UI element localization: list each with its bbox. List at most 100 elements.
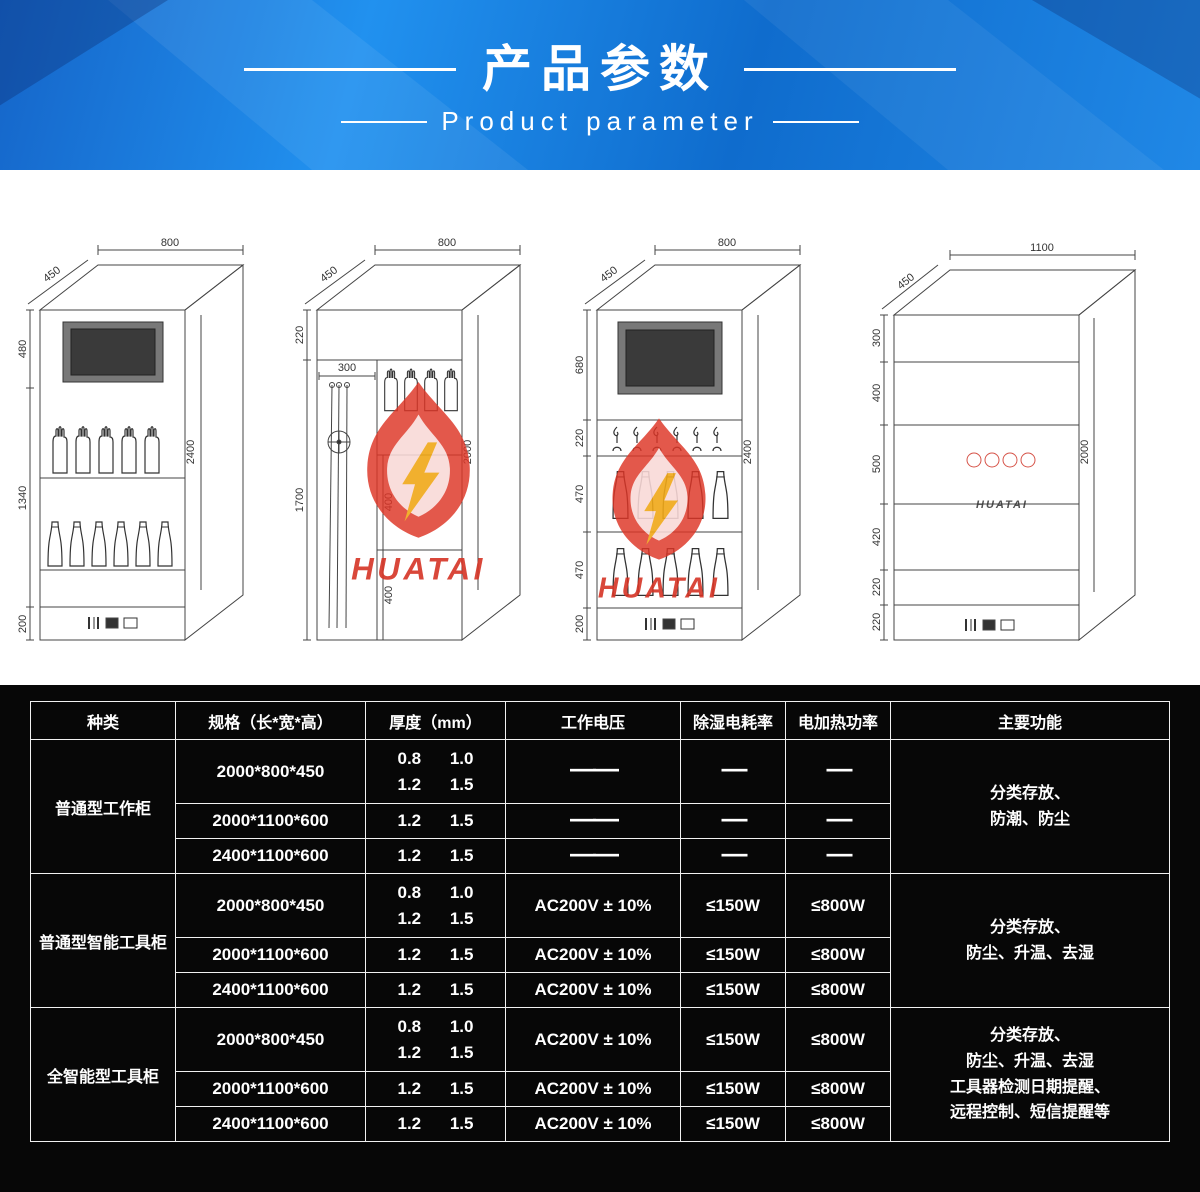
voltage-cell: —— (505, 838, 681, 874)
spec-table: 种类 规格（长*宽*高） 厚度（mm） 工作电压 除湿电耗率 电加热功率 主要功… (30, 701, 1170, 1142)
dim-width: 800 (161, 237, 179, 249)
spec-cell: 2400*1100*600 (175, 838, 366, 874)
table-row: 2400*1100*600 1.2 1.5 AC200V ± 10% ≤150W… (31, 972, 1170, 1008)
thickness-cell: 1.2 1.5 (365, 1106, 506, 1142)
dim-section: 470 (575, 561, 586, 579)
thickness-cell: 1.2 1.5 (365, 972, 506, 1008)
watermark-text: HUATAI (976, 499, 1028, 511)
dehumid-cell: ≤150W (680, 972, 786, 1008)
functions-cell: 分类存放、 防潮、防尘 (890, 739, 1170, 874)
thickness-line1: 0.8 1.0 (397, 883, 474, 902)
thickness-cell: 1.2 1.5 (365, 838, 506, 874)
col-header-thickness: 厚度（mm） (365, 701, 506, 740)
dehumid-cell: — (680, 739, 786, 804)
dehumid-cell: ≤150W (680, 937, 786, 973)
dim-width: 1100 (1030, 242, 1054, 254)
dim-section: 220 (295, 326, 306, 344)
heating-cell: ≤800W (785, 1071, 891, 1107)
control-panel (88, 616, 138, 630)
dim-depth: 450 (41, 264, 63, 285)
voltage-cell: AC200V ± 10% (505, 1106, 681, 1142)
dim-section: 200 (575, 615, 586, 633)
spec-cell: 2000*800*450 (175, 1007, 366, 1072)
col-header-dehumid: 除湿电耗率 (680, 701, 786, 740)
dim-total-height: 2000 (462, 440, 474, 464)
dim-section: 470 (575, 485, 586, 503)
dehumid-cell: — (680, 838, 786, 874)
dehumid-cell: — (680, 803, 786, 839)
thickness-cell: 0.8 1.0 1.2 1.5 (365, 1007, 506, 1072)
functions-cell: 分类存放、 防尘、升温、去湿 (890, 873, 1170, 1008)
thickness-line2: 1.2 1.5 (397, 908, 474, 928)
cabinet-diagram-3: 800 450 680 220 470 470 200 2400 (575, 237, 802, 642)
thickness-cell: 1.2 1.5 (365, 1071, 506, 1107)
thickness-line2: 1.2 1.5 (397, 1042, 474, 1062)
heating-cell: — (785, 838, 891, 874)
dim-depth: 450 (895, 271, 917, 292)
voltage-cell: AC200V ± 10% (505, 937, 681, 973)
col-header-spec: 规格（长*宽*高） (175, 701, 366, 740)
table-row: 普通型智能工具柜 2000*800*450 0.8 1.0 1.2 1.5 AC… (30, 873, 1170, 1008)
dehumid-cell: ≤150W (680, 1007, 786, 1072)
table-row: 2400*1100*600 1.2 1.5 AC200V ± 10% ≤150W… (31, 1106, 1170, 1142)
dim-section: 420 (872, 528, 883, 546)
dehumid-cell: ≤150W (680, 1106, 786, 1142)
dim-section: 200 (18, 615, 29, 633)
dehumid-cell: ≤150W (680, 873, 786, 938)
col-header-voltage: 工作电压 (505, 701, 681, 740)
dim-inner: 400 (383, 493, 395, 511)
cabinet-diagram-2: 800 450 220 1700 2000 300 400 (295, 237, 522, 642)
dim-total-height: 2400 (742, 440, 754, 464)
cabinet-type: 全智能型工具柜 (30, 1007, 176, 1142)
cabinet-diagram-1: 800 450 480 1340 200 2400 (18, 237, 245, 642)
thickness-line2: 1.2 1.5 (397, 774, 474, 794)
control-panel (965, 618, 1015, 632)
spec-cell: 2400*1100*600 (175, 972, 366, 1008)
thickness-line1: 0.8 1.0 (397, 1017, 474, 1036)
dim-section: 400 (872, 384, 883, 402)
dim-depth: 450 (598, 264, 620, 285)
voltage-cell: —— (505, 803, 681, 839)
col-header-functions: 主要功能 (890, 701, 1170, 740)
dim-section: 220 (872, 578, 883, 596)
spec-cell: 2000*800*450 (175, 739, 366, 804)
table-row: 2000*1100*600 1.2 1.5 AC200V ± 10% ≤150W… (31, 1071, 1170, 1107)
dim-section: 500 (872, 455, 883, 473)
dim-section: 220 (575, 429, 586, 447)
voltage-cell: AC200V ± 10% (505, 873, 681, 938)
dim-section: 480 (18, 340, 29, 358)
heating-cell: ≤800W (785, 1106, 891, 1142)
dim-section: 1340 (18, 486, 29, 510)
voltage-cell: AC200V ± 10% (505, 972, 681, 1008)
dim-section: 300 (872, 329, 883, 347)
title-left-line (244, 68, 456, 71)
dehumid-cell: ≤150W (680, 1071, 786, 1107)
spec-cell: 2400*1100*600 (175, 1106, 366, 1142)
banner-title-row: 产品参数 (0, 0, 1200, 97)
heating-cell: ≤800W (785, 1007, 891, 1072)
spec-cell: 2000*800*450 (175, 873, 366, 938)
spec-cell: 2000*1100*600 (175, 937, 366, 973)
page-title: 产品参数 (482, 41, 718, 97)
dim-section: 220 (872, 613, 883, 631)
dim-width: 800 (438, 237, 456, 249)
title-right-line (744, 68, 956, 71)
banner-subtitle-row: Product parameter (0, 106, 1200, 137)
dim-depth: 450 (318, 264, 340, 285)
voltage-cell: AC200V ± 10% (505, 1007, 681, 1072)
cabinet-diagram-4: 1100 450 300 400 500 420 220 220 2000 HU… (872, 242, 1137, 642)
dim-total-height: 2000 (1079, 440, 1091, 464)
subtitle-right-line (772, 120, 859, 123)
voltage-cell: —— (505, 739, 681, 804)
col-header-heating: 电加热功率 (785, 701, 891, 740)
dim-width: 800 (718, 237, 736, 249)
page-subtitle: Product parameter (441, 106, 759, 136)
subtitle-left-line (341, 120, 428, 123)
cabinet-type: 普通型工作柜 (30, 739, 176, 874)
heating-cell: ≤800W (785, 937, 891, 973)
thickness-cell: 1.2 1.5 (365, 937, 506, 973)
table-row: 2000*1100*600 1.2 1.5 —— — — (31, 803, 1170, 839)
thickness-cell: 0.8 1.0 1.2 1.5 (365, 873, 506, 938)
dim-section: 1700 (295, 488, 306, 512)
spec-table-section: 种类 规格（长*宽*高） 厚度（mm） 工作电压 除湿电耗率 电加热功率 主要功… (0, 685, 1200, 1192)
